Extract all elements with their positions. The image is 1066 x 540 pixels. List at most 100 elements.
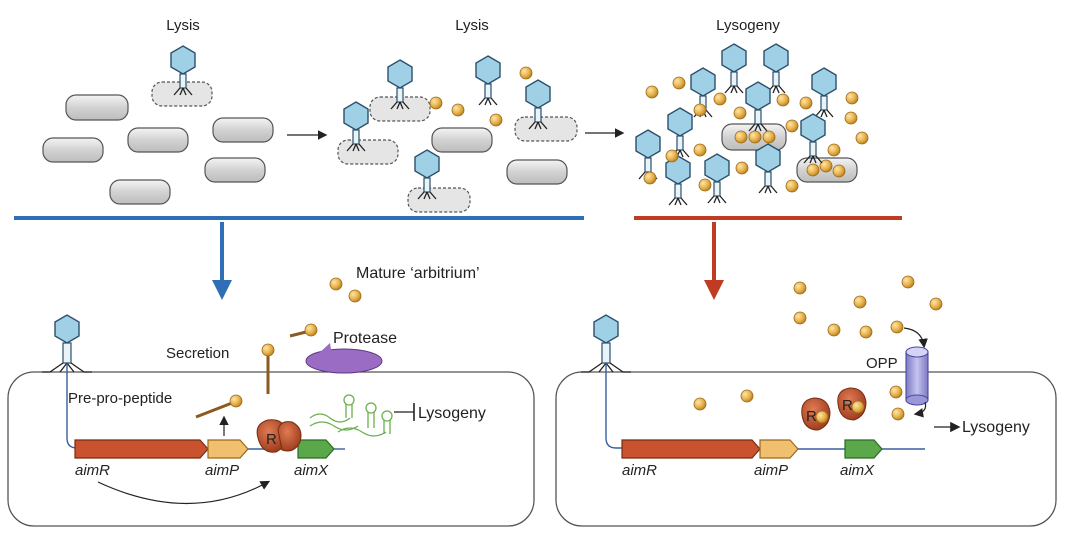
phage-icon xyxy=(635,129,661,180)
svg-text:R: R xyxy=(806,408,817,425)
mature-peptide-icon xyxy=(348,289,362,303)
infected-cell xyxy=(514,116,578,142)
secretion-label: Secretion xyxy=(166,345,229,362)
attached-phage-icon xyxy=(42,314,92,449)
opp-label: OPP xyxy=(866,355,898,372)
peptide-icon xyxy=(785,119,799,133)
cleaved-peptide-icon xyxy=(304,323,318,337)
peptide-icon xyxy=(489,113,503,127)
gene-label-aimR: aimR xyxy=(75,462,110,479)
peptide-icon xyxy=(793,311,807,325)
rna-transcripts-icon xyxy=(309,394,393,437)
aimP-gene xyxy=(759,439,799,459)
peptide-icon xyxy=(429,96,443,110)
infected-cell xyxy=(337,139,399,165)
peptide-icon xyxy=(643,171,657,185)
peptide-icon xyxy=(859,325,873,339)
peptide-icon xyxy=(713,92,727,106)
peptide-icon xyxy=(693,143,707,157)
aimX-gene xyxy=(844,439,883,459)
peptide-icon xyxy=(889,385,903,399)
secreted-peptide-icon xyxy=(261,343,275,357)
phage-icon xyxy=(721,43,747,94)
gene-label-aimP: aimP xyxy=(754,462,788,479)
peptide-icon xyxy=(806,163,820,177)
bacterial-cell xyxy=(42,137,104,163)
peptide-icon xyxy=(776,93,790,107)
phage-icon xyxy=(755,143,781,194)
peptide-icon xyxy=(827,323,841,337)
peptide-icon xyxy=(891,407,905,421)
bacterial-cell xyxy=(431,127,493,153)
left-lysogeny-label: Lysogeny xyxy=(418,405,486,422)
protease-label: Protease xyxy=(333,330,397,347)
phage-icon xyxy=(475,55,501,106)
peptide-icon xyxy=(451,103,465,117)
peptide-icon xyxy=(832,164,846,178)
peptide-icon xyxy=(890,320,904,334)
mature-arbitrium-label: Mature ‘arbitrium’ xyxy=(356,265,480,282)
peptide-icon xyxy=(827,143,841,157)
peptide-icon xyxy=(853,295,867,309)
peptide-icon xyxy=(855,131,869,145)
protease-icon xyxy=(305,348,383,374)
bacterial-cell xyxy=(65,94,129,121)
peptide-icon xyxy=(733,106,747,120)
peptide-icon xyxy=(901,275,915,289)
stage-3-cells xyxy=(635,43,869,206)
aimR-receptor-icon: R xyxy=(256,419,302,453)
peptide-icon xyxy=(793,281,807,295)
peptide-icon xyxy=(672,76,686,90)
aimR-gene xyxy=(74,439,209,459)
attached-phage-icon xyxy=(581,314,631,449)
red-down-arrow xyxy=(704,222,724,300)
aimR-receptor-bound-icon: R xyxy=(837,387,867,421)
aimR-gene xyxy=(621,439,761,459)
gene-label-aimX: aimX xyxy=(294,462,329,479)
peptide-icon xyxy=(735,161,749,175)
peptide-icon xyxy=(665,149,679,163)
peptide-icon xyxy=(845,91,859,105)
bacterial-cell xyxy=(212,117,274,143)
peptide-icon xyxy=(693,397,707,411)
phage-icon xyxy=(704,153,730,204)
blue-down-arrow xyxy=(212,222,232,300)
aimP-gene xyxy=(207,439,249,459)
mature-peptide-icon xyxy=(329,277,343,291)
expression-arrow xyxy=(97,480,271,505)
svg-text:R: R xyxy=(842,397,853,414)
bacterial-cell xyxy=(127,127,189,153)
stage-2-cells xyxy=(337,55,578,213)
peptide-icon xyxy=(799,96,813,110)
prepro-peptide-label: Pre-pro-peptide xyxy=(68,390,172,407)
peptide-icon xyxy=(762,130,776,144)
prepro-peptide-icon xyxy=(229,394,243,408)
peptide-icon xyxy=(645,85,659,99)
internalize-arrow xyxy=(913,401,927,418)
peptide-icon xyxy=(844,111,858,125)
import-arrow xyxy=(903,327,928,349)
phage-icon xyxy=(800,113,826,164)
stage-label-3: Lysogeny xyxy=(716,17,780,34)
stage-1-cells xyxy=(42,45,274,205)
peptide-icon xyxy=(519,66,533,80)
peptide-icon xyxy=(734,130,748,144)
gene-label-aimX: aimX xyxy=(840,462,875,479)
phage-icon xyxy=(665,155,691,206)
stage-label-2: Lysis xyxy=(455,17,489,34)
peptide-icon xyxy=(698,178,712,192)
bacterial-cell xyxy=(109,179,171,205)
phage-icon xyxy=(811,67,837,118)
svg-text:R: R xyxy=(266,431,277,448)
cleaved-peptide-chain xyxy=(289,330,307,338)
phage-icon xyxy=(763,43,789,94)
peptide-icon xyxy=(929,297,943,311)
peptide-icon xyxy=(740,389,754,403)
aimR-receptor-bound-icon: R xyxy=(801,397,831,431)
right-lysogeny-label: Lysogeny xyxy=(962,419,1030,436)
peptide-icon xyxy=(748,130,762,144)
prepro-peptide-chain xyxy=(195,401,233,419)
opp-transporter-icon xyxy=(905,346,929,406)
bacterial-cell xyxy=(506,159,568,185)
